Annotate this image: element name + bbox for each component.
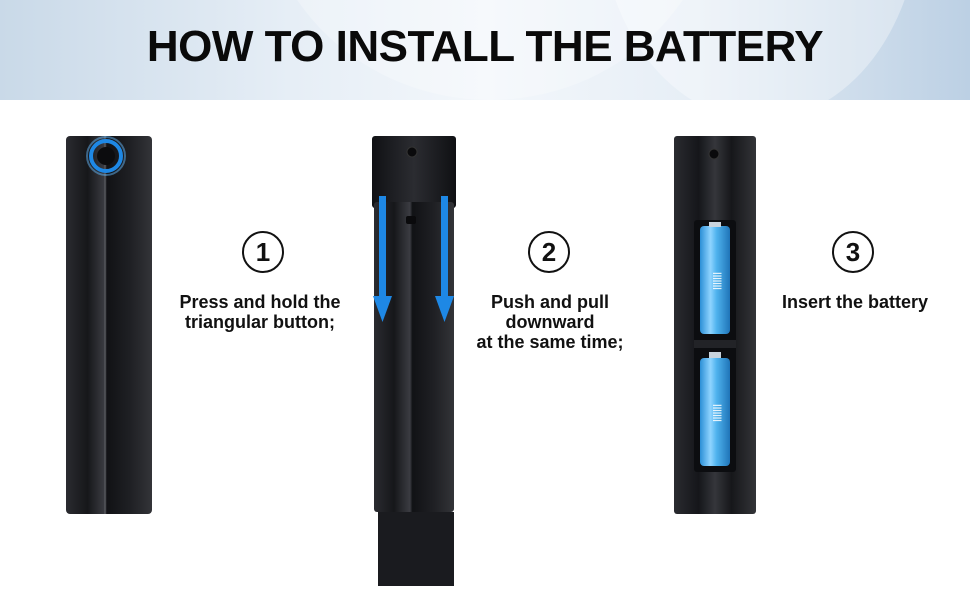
caption-line: at the same time; xyxy=(476,332,624,352)
step-number-badge: 1 xyxy=(242,231,284,273)
device-open-batteries-image: ||||||| ||||||| xyxy=(674,136,756,514)
step-caption: Push and pull downward at the same time; xyxy=(460,292,640,352)
step-number-badge: 3 xyxy=(832,231,874,273)
caption-line: Insert the battery xyxy=(781,292,929,312)
glowing-button-icon xyxy=(86,136,126,176)
caption-line: Push and pull xyxy=(490,292,609,312)
battery-icon: ||||||| xyxy=(700,222,730,334)
device-closed-image xyxy=(66,136,152,514)
battery-icon: ||||||| xyxy=(700,352,730,466)
step-caption: Insert the battery xyxy=(770,292,940,312)
page-title: HOW TO INSTALL THE BATTERY xyxy=(146,22,824,71)
title-banner: HOW TO INSTALL THE BATTERY xyxy=(0,0,970,100)
caption-line: downward xyxy=(505,312,595,332)
device-opening-image xyxy=(372,136,456,586)
caption-line: Press and hold the xyxy=(179,292,341,312)
svg-text:|||||||: ||||||| xyxy=(713,404,723,422)
caption-line: triangular button; xyxy=(185,312,335,332)
down-arrow-icon xyxy=(373,196,392,322)
step-caption: Press and hold the triangular button; xyxy=(170,292,350,332)
svg-text:|||||||: ||||||| xyxy=(713,272,723,290)
down-arrow-icon xyxy=(435,196,454,322)
step-number-badge: 2 xyxy=(528,231,570,273)
